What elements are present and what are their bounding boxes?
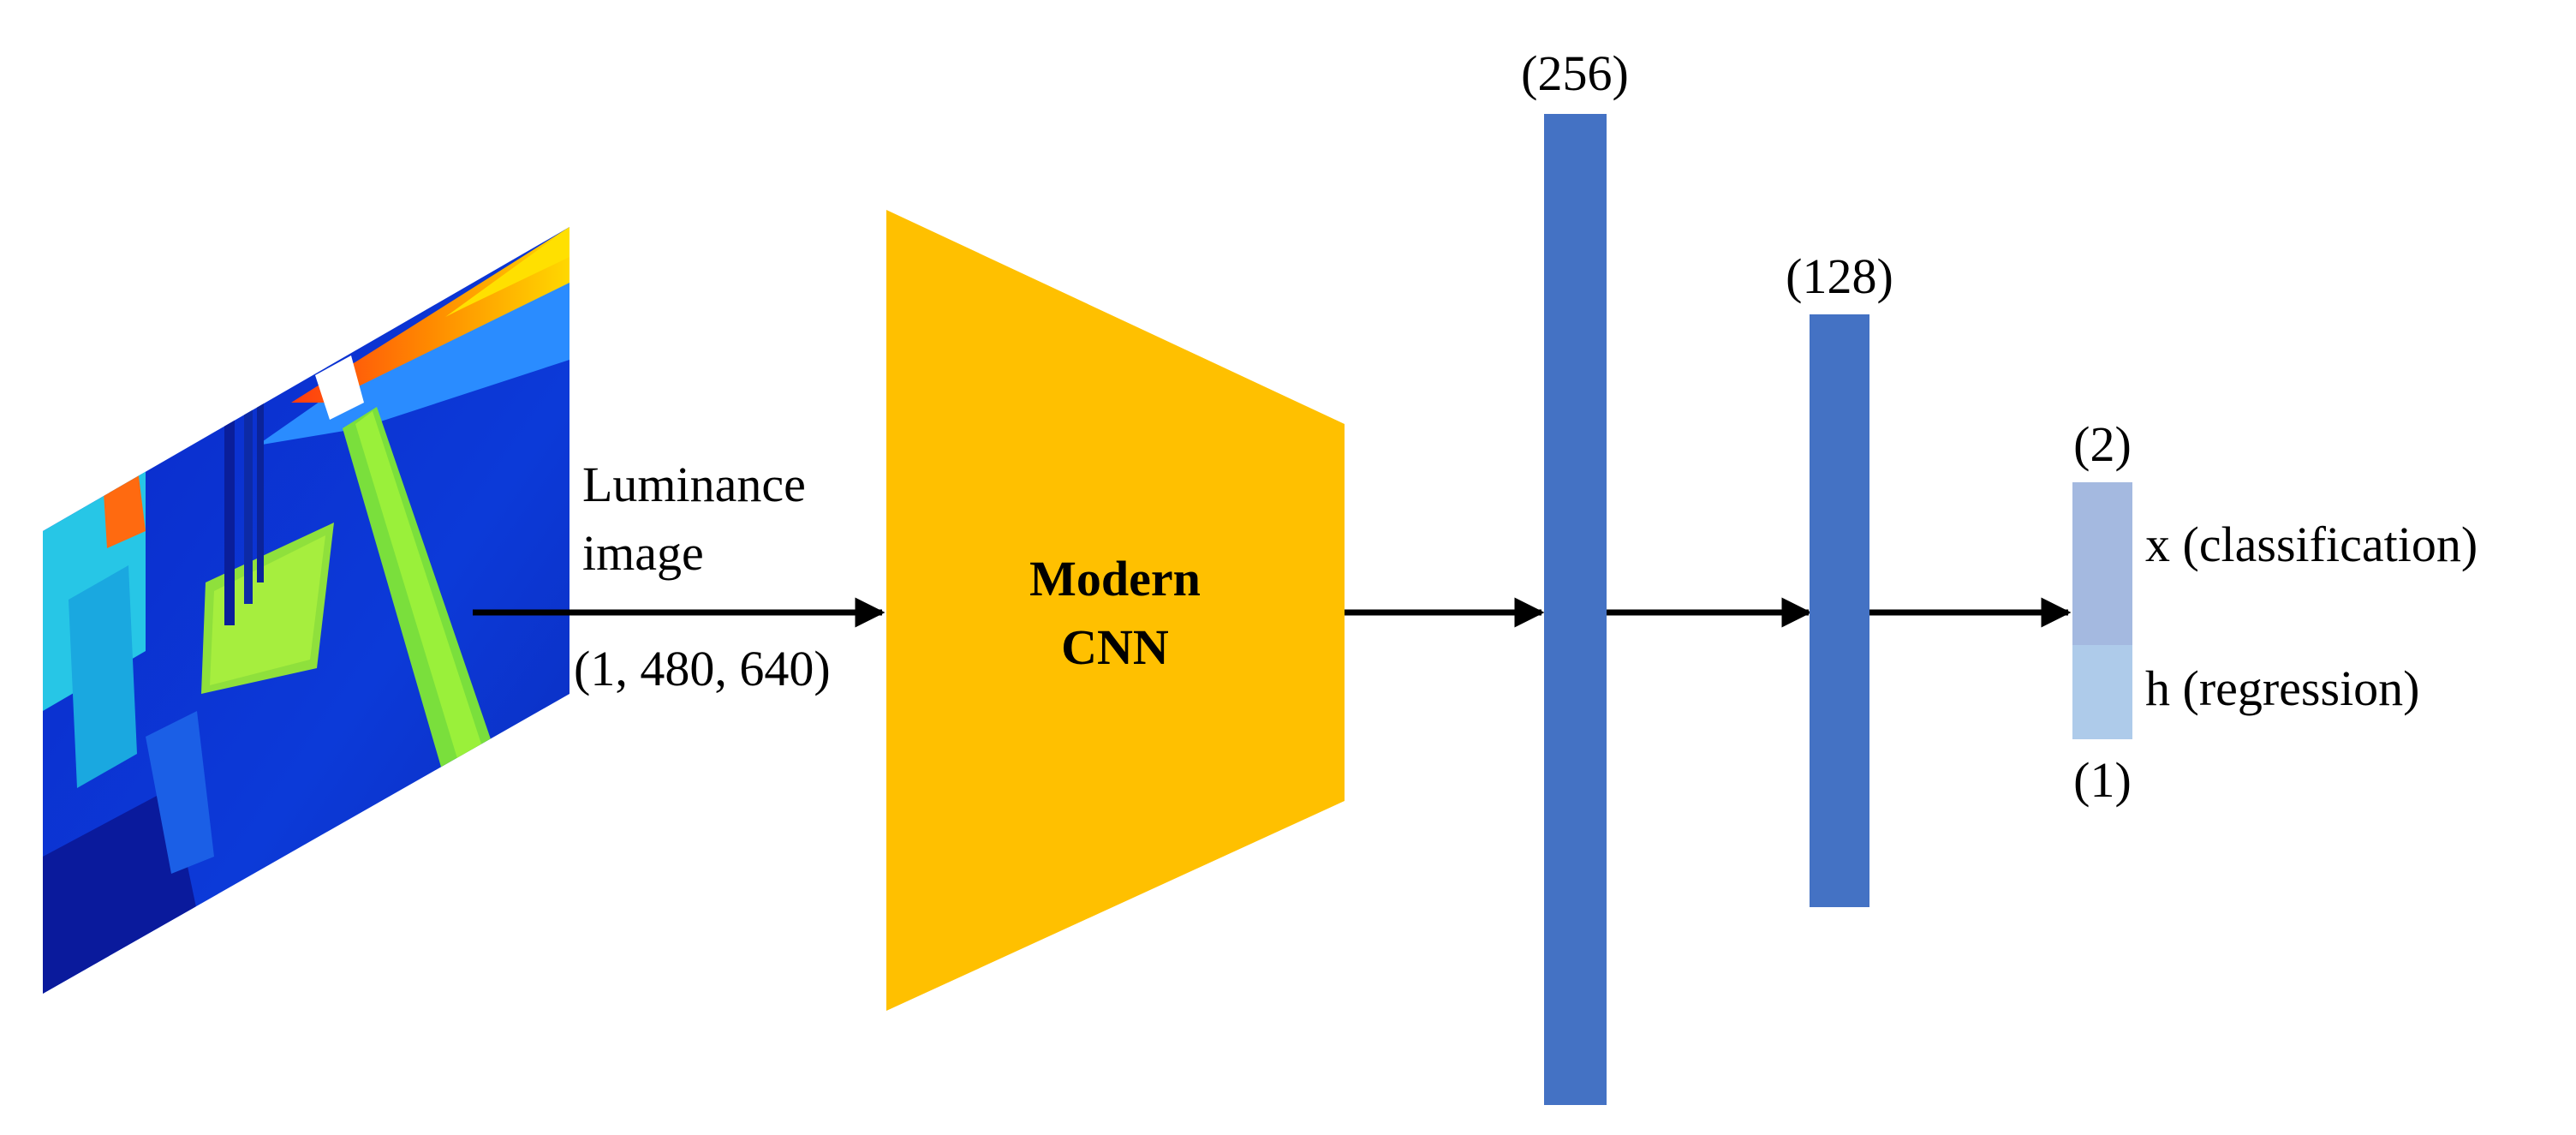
input-label-line1: Luminance: [582, 457, 806, 512]
fc256-size-label: (256): [1521, 45, 1629, 101]
output-bottom-size-label: (1): [2073, 752, 2132, 808]
output-top-size-label: (2): [2073, 416, 2132, 472]
cnn-label-line1: Modern: [1029, 551, 1201, 606]
output-classification-block: [2072, 482, 2132, 645]
output-regression-block: [2072, 645, 2132, 739]
cnn-label-line2: CNN: [1061, 619, 1169, 675]
fc128-size-label: (128): [1786, 248, 1893, 304]
input-shape-label: (1, 480, 640): [574, 641, 831, 696]
cnn-block: [886, 210, 1345, 1011]
classification-label: x (classification): [2145, 517, 2478, 572]
fc128-layer: [1810, 314, 1869, 907]
fc256-layer: [1544, 114, 1607, 1105]
regression-label: h (regression): [2145, 660, 2420, 716]
input-label-line2: image: [582, 525, 704, 581]
